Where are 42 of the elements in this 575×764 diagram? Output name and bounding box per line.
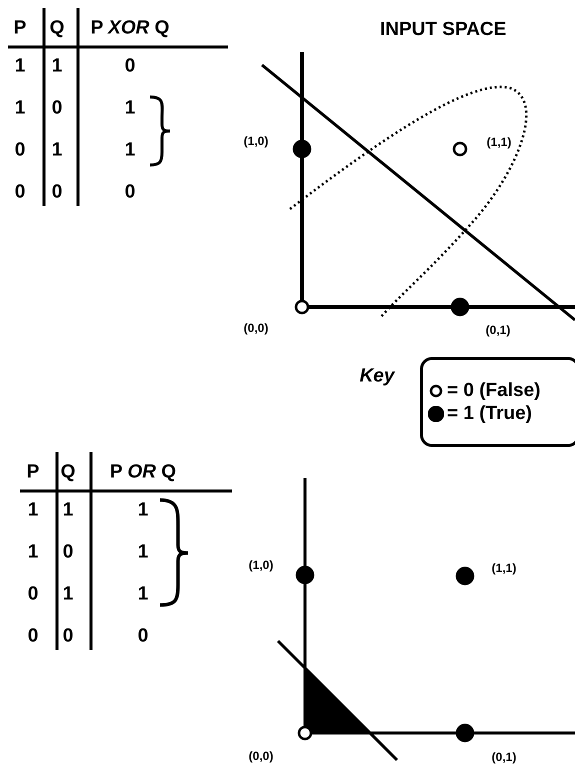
table-cell: P [26,462,40,482]
table-cell: 1 [52,56,62,76]
coordinate-label: (1,0) [244,135,268,147]
table-cell: 1 [62,584,74,604]
table-cell: 0 [14,182,26,202]
table-cell: 0 [124,182,136,202]
coordinate-label: (1,1) [486,136,512,148]
table-cell: 0 [62,626,74,646]
legend-text: = 1 (True) [447,404,532,423]
heading: INPUT SPACE [380,18,506,42]
table-cell: 0 [52,98,62,118]
coordinate-label: (1,1) [492,562,516,574]
legend-text: = 0 (False) [447,381,540,400]
table-cell: 0 [28,626,38,646]
coordinate-label: (0,1) [492,751,516,763]
coordinate-label: (0,1) [486,324,510,336]
table-cell: 0 [62,542,74,562]
table-cell: 0 [14,140,26,160]
table-cell: P XOR Q [90,18,170,38]
coordinate-label: (1,0) [248,559,274,571]
table-cell: 1 [124,98,136,118]
table-cell: 0 [124,56,136,76]
table-cell: 1 [52,140,62,160]
table-cell: 0 [28,584,38,604]
table-cell: 1 [138,584,148,604]
table-cell: 1 [14,56,26,76]
table-cell: Q [50,18,64,38]
coordinate-label: (0,0) [248,750,274,762]
table-cell: Q [60,462,76,482]
coordinate-label: (0,0) [244,322,268,334]
table-cell: 0 [138,626,148,646]
table-cell: 1 [28,542,38,562]
table-cell: 1 [138,500,148,520]
table-cell: 1 [28,500,38,520]
table-cell: 1 [62,500,74,520]
table-cell: 1 [124,140,136,160]
key-heading: Key [360,366,394,386]
table-cell: 1 [138,542,148,562]
table-cell: P [14,18,26,38]
table-cell: 1 [14,98,26,118]
table-cell: P OR Q [110,462,176,482]
table-cell: 0 [52,182,62,202]
